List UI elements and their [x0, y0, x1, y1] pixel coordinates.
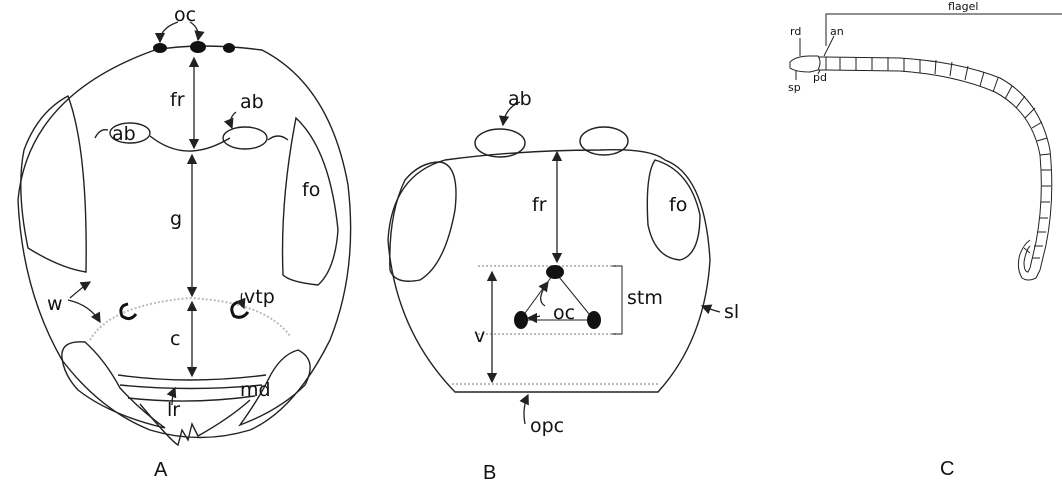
- label-rd: rd: [790, 25, 801, 38]
- antennal-socket-left-b: [475, 129, 525, 157]
- ocellus-median-b: [546, 265, 564, 279]
- panel-a-head-front: oc fr ab ab g fo w vtp c md lr A: [18, 4, 351, 481]
- ocellus-median: [190, 41, 206, 53]
- compound-eye-left-b: [390, 162, 456, 281]
- ocellus-left: [153, 43, 167, 53]
- label-fo-b: fo: [669, 194, 687, 216]
- opc-pointer: [524, 395, 528, 424]
- label-ab-a-right: ab: [240, 91, 264, 113]
- sl-pointer: [702, 306, 720, 312]
- antenna-base: [790, 56, 820, 72]
- label-v: v: [474, 325, 485, 347]
- label-flagel: flagel: [948, 0, 978, 13]
- label-opc: opc: [530, 415, 564, 437]
- label-ab-b: ab: [508, 88, 532, 110]
- compound-eye-left: [21, 96, 86, 272]
- panel-c-antenna: flagel rd an sp pd C: [788, 0, 1062, 480]
- panel-label-a: A: [154, 459, 168, 481]
- label-fo-a: fo: [302, 179, 320, 201]
- antennal-socket-right-b: [580, 127, 628, 155]
- label-sp: sp: [788, 81, 801, 94]
- label-fr-a: fr: [170, 89, 185, 111]
- label-an: an: [830, 25, 844, 38]
- ab-pointer: [231, 112, 236, 128]
- label-md: md: [240, 379, 271, 401]
- antenna-flagellum-lower: [826, 70, 1041, 268]
- label-oc-a: oc: [174, 4, 196, 26]
- panel-label-c: C: [940, 458, 954, 480]
- ocellus-left-b: [514, 311, 528, 329]
- label-fr-b: fr: [532, 194, 547, 216]
- label-stm: stm: [627, 287, 663, 309]
- label-lr: lr: [167, 399, 180, 421]
- label-g: g: [170, 208, 182, 230]
- compound-eye-right: [283, 118, 338, 285]
- w-pointer: [68, 300, 100, 322]
- label-ab-a-left: ab: [112, 123, 136, 145]
- label-sl: sl: [724, 301, 739, 323]
- label-vtp: vtp: [244, 286, 275, 308]
- flagellum-bracket: [826, 14, 1062, 46]
- label-w: w: [47, 293, 63, 315]
- oc-pointer-b: [541, 282, 548, 306]
- ocellus-right: [223, 43, 235, 53]
- ocellus-right-b: [587, 311, 601, 329]
- w-pointer-2: [70, 282, 90, 298]
- label-oc-b: oc: [553, 302, 575, 324]
- stemmaticum-bracket: [612, 266, 622, 334]
- antenna-flagellum-upper: [826, 57, 1052, 270]
- label-c: c: [170, 328, 180, 350]
- label-pd: pd: [813, 71, 827, 84]
- panel-label-b: B: [483, 462, 496, 484]
- oc-pointer-b2: [528, 316, 540, 318]
- flagellomere-segments: [840, 57, 1051, 258]
- panel-b-head-dorsal: ab fr fo stm oc v sl opc B: [388, 88, 739, 484]
